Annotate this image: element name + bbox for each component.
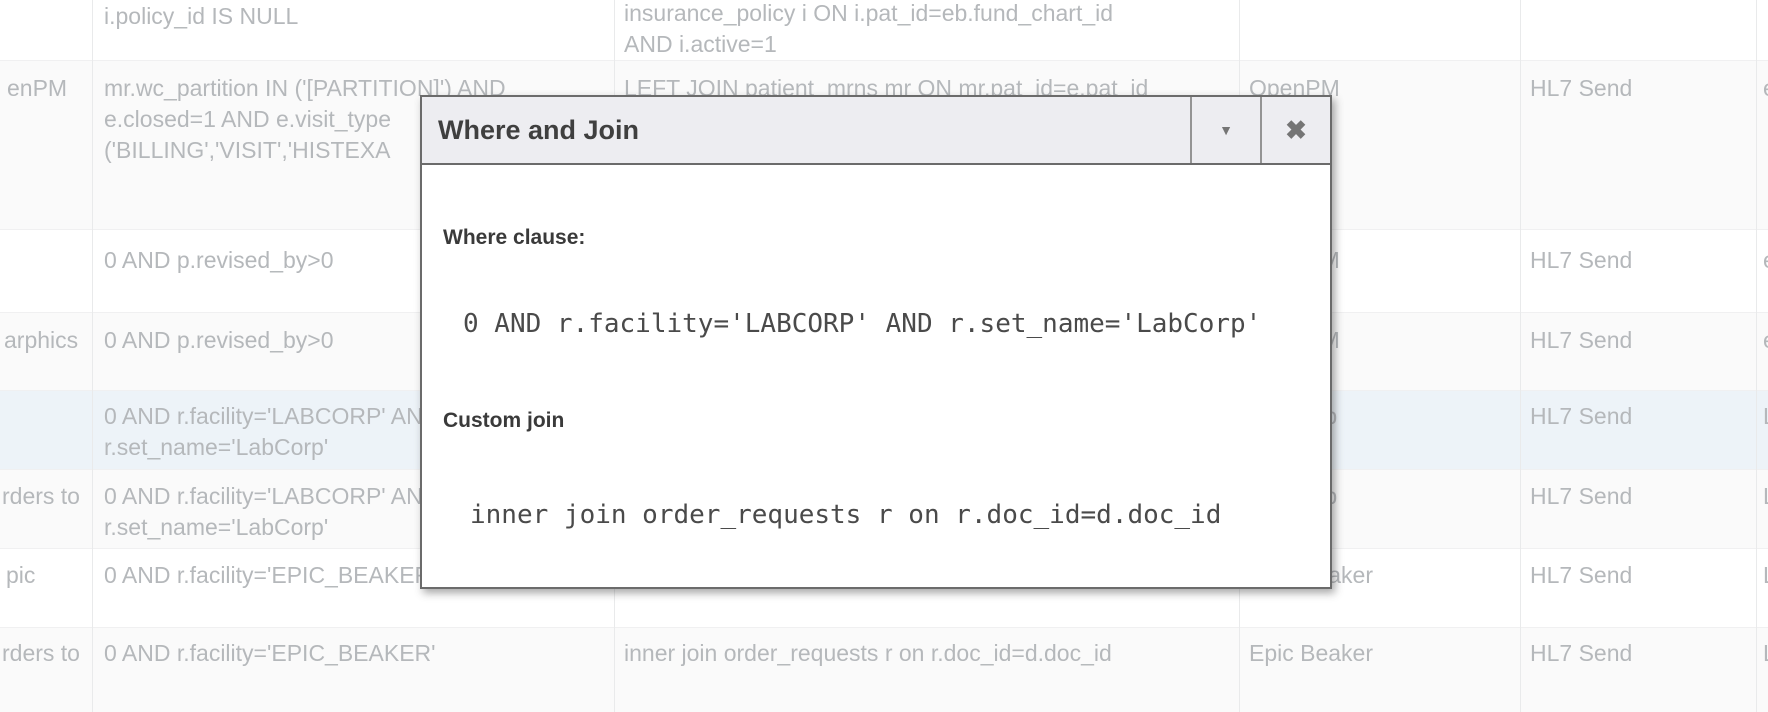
- cell-extra-fragment: e: [1763, 325, 1768, 356]
- cell-extra-fragment: L: [1763, 481, 1768, 512]
- cell-join[interactable]: insurance_policy i ON i.pat_id=eb.fund_c…: [624, 0, 1114, 57]
- cell-extra-fragment: e: [1763, 245, 1768, 276]
- cell-hl7-send: HL7 Send: [1530, 403, 1633, 429]
- cell-name-fragment: pic: [6, 562, 36, 588]
- column-divider: [1520, 0, 1521, 712]
- table-row[interactable]: rders to 0 AND r.facility='EPIC_BEAKER' …: [0, 627, 1768, 712]
- where-clause-value: 0 AND r.facility='LABCORP' AND r.set_nam…: [463, 309, 1262, 339]
- close-icon: ✖: [1285, 115, 1307, 145]
- cell-hl7-send: HL7 Send: [1530, 562, 1633, 588]
- dialog-titlebar[interactable]: Where and Join ▼ ✖: [422, 97, 1330, 165]
- custom-join-value: inner join order_requests r on r.doc_id=…: [470, 500, 1222, 530]
- dialog-body: Where clause: 0 AND r.facility='LABCORP'…: [422, 165, 1330, 587]
- cell-extra-fragment: e: [1763, 73, 1768, 104]
- cell-extra-fragment: L: [1763, 560, 1768, 591]
- column-divider: [1756, 0, 1757, 712]
- where-clause-label: Where clause:: [443, 226, 586, 249]
- cell-where-clause[interactable]: mr.wc_partition IN ('[PARTITION]') AND e…: [104, 75, 506, 163]
- cell-hl7-send: HL7 Send: [1530, 483, 1633, 509]
- cell-where-clause[interactable]: 0 AND p.revised_by>0: [104, 327, 334, 353]
- close-button[interactable]: ✖: [1260, 97, 1330, 163]
- cell-where-clause[interactable]: 0 AND r.facility='EPIC_BEAKER': [104, 640, 436, 666]
- cell-extra-fragment: L: [1763, 401, 1768, 432]
- cell-hl7-send: HL7 Send: [1530, 75, 1633, 101]
- cell-name-fragment: enPM: [7, 75, 68, 101]
- where-and-join-dialog: Where and Join ▼ ✖ Where clause: 0 AND r…: [420, 95, 1332, 589]
- cell-where-clause[interactable]: 0 AND p.revised_by>0: [104, 247, 334, 273]
- cell-name-fragment: rders to: [2, 640, 80, 666]
- cell-hl7-send: HL7 Send: [1530, 327, 1633, 353]
- table-row[interactable]: i.policy_id IS NULL insurance_policy i O…: [0, 0, 1768, 60]
- chevron-down-icon: ▼: [1219, 122, 1233, 138]
- cell-extra-fragment: L: [1763, 638, 1768, 669]
- cell-where-clause[interactable]: 0 AND r.facility='LABCORP' AND r.set_nam…: [104, 483, 440, 540]
- cell-system: Epic Beaker: [1249, 640, 1374, 666]
- dialog-title: Where and Join: [438, 115, 640, 145]
- cell-name-fragment: rders to: [2, 483, 80, 509]
- cell-join[interactable]: inner join order_requests r on r.doc_id=…: [624, 640, 1112, 666]
- cell-name-fragment: arphics: [4, 327, 79, 353]
- cell-hl7-send: HL7 Send: [1530, 640, 1633, 666]
- collapse-button[interactable]: ▼: [1190, 97, 1260, 163]
- custom-join-label: Custom join: [443, 409, 565, 432]
- cell-where-clause[interactable]: i.policy_id IS NULL: [104, 3, 299, 29]
- cell-hl7-send: HL7 Send: [1530, 247, 1633, 273]
- column-divider: [92, 0, 93, 712]
- cell-where-clause[interactable]: 0 AND r.facility='EPIC_BEAKER': [104, 562, 436, 588]
